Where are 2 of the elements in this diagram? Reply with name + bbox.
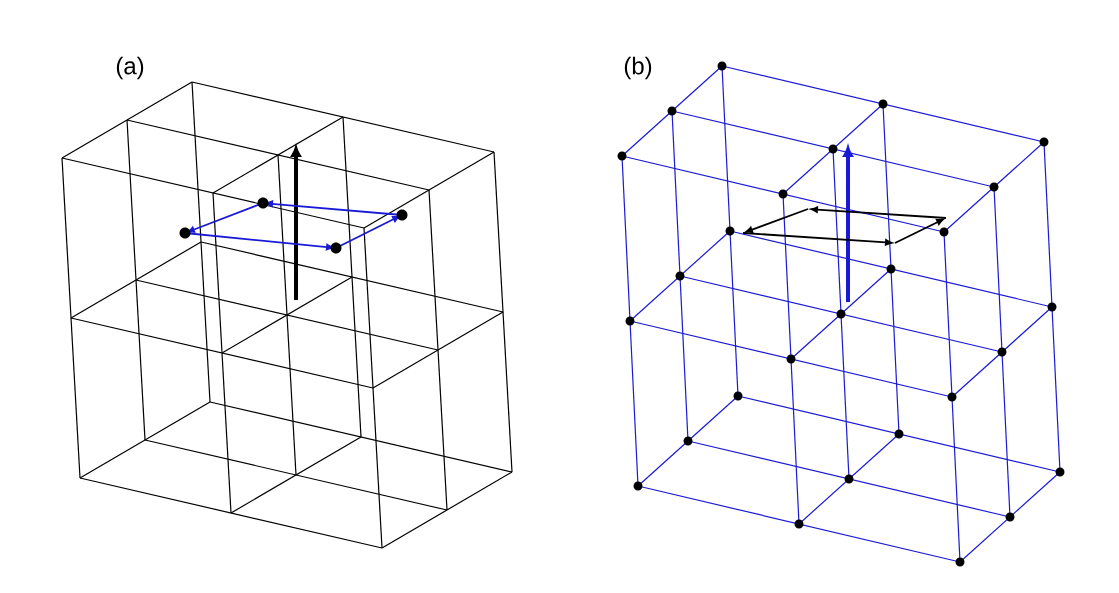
panel-label: (a) — [116, 56, 144, 80]
panel-label: (b) — [624, 56, 652, 80]
